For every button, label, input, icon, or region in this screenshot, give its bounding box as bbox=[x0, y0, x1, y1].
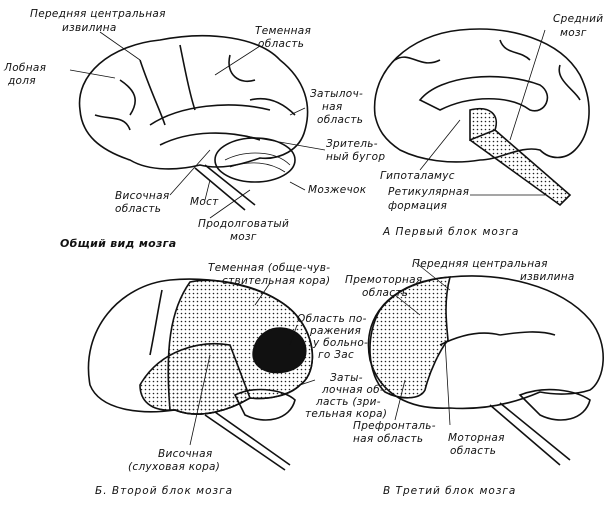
label-temporal: Височная bbox=[115, 190, 170, 202]
label-parietal-cont: область bbox=[258, 38, 305, 50]
label-prefrontal-cont: ная область bbox=[353, 433, 424, 445]
second-block-brain-illustration bbox=[87, 278, 314, 471]
label-midbrain-cont: мозг bbox=[560, 27, 587, 39]
label-precentral-gyrus-3-cont: извилина bbox=[520, 271, 575, 283]
label-premotor: Премоторная bbox=[345, 274, 423, 286]
label-temporal-cont: область bbox=[115, 203, 162, 215]
leader-lines bbox=[69, 29, 546, 446]
caption-second-block: Б. Второй блок мозга bbox=[95, 485, 234, 497]
first-block-brain-illustration bbox=[373, 28, 590, 207]
label-temporal-auditory: Височная bbox=[158, 448, 213, 460]
caption-third-block: В Третий блок мозга bbox=[383, 485, 517, 497]
caption-first-block: А Первый блок мозга bbox=[383, 226, 520, 238]
label-midbrain: Средний bbox=[553, 13, 604, 25]
label-occipital-visual-cont3: тельная кора) bbox=[305, 408, 388, 420]
label-lesion: Область по- bbox=[297, 313, 367, 325]
general-brain-illustration bbox=[78, 35, 309, 211]
label-thalamus: Зритель- bbox=[326, 138, 378, 150]
label-medulla: Продолговатый bbox=[198, 218, 290, 230]
label-lesion-cont: ражения bbox=[310, 325, 362, 337]
caption-general-view: Общий вид мозга bbox=[60, 237, 177, 250]
label-frontal-lobe-cont: доля bbox=[8, 75, 36, 87]
label-motor: Моторная bbox=[448, 432, 505, 444]
label-precentral-gyrus-3: Передняя центральная bbox=[412, 258, 548, 270]
third-block-brain-illustration bbox=[367, 275, 604, 466]
label-reticular-cont: формация bbox=[388, 200, 448, 212]
label-lesion-cont3: го Зас bbox=[318, 349, 355, 361]
label-parietal-somatosensory: Теменная (обще-чув- bbox=[208, 262, 331, 274]
label-medulla-cont: мозг bbox=[230, 231, 257, 243]
label-parietal-somatosensory-cont: ствительная кора) bbox=[222, 275, 331, 287]
label-thalamus-cont: ный бугор bbox=[326, 151, 386, 163]
label-reticular: Ретикулярная bbox=[388, 186, 470, 198]
label-hypothalamus: Гипоталамус bbox=[380, 170, 455, 182]
label-occipital-cont: ная bbox=[322, 101, 343, 113]
label-pons: Мост bbox=[190, 196, 219, 208]
label-precentral-gyrus-cont: извилина bbox=[62, 22, 117, 34]
label-prefrontal: Префронталь- bbox=[353, 420, 436, 432]
label-premotor-cont: область bbox=[362, 287, 409, 299]
label-frontal-lobe: Лобная bbox=[4, 62, 47, 74]
label-occipital-visual: Заты- bbox=[330, 372, 363, 384]
label-lesion-cont2: у больно- bbox=[313, 337, 369, 349]
label-precentral-gyrus: Передняя центральная bbox=[30, 8, 166, 20]
label-occipital-visual-cont: лочная об- bbox=[322, 384, 384, 396]
label-occipital-cont2: область bbox=[317, 114, 364, 126]
label-occipital: Затылоч- bbox=[310, 88, 364, 100]
label-temporal-auditory-cont: (слуховая кора) bbox=[128, 461, 221, 473]
label-cerebellum: Мозжечок bbox=[308, 184, 367, 196]
label-parietal: Теменная bbox=[255, 25, 312, 37]
label-occipital-visual-cont2: ласть (зри- bbox=[316, 396, 381, 408]
label-motor-cont: область bbox=[450, 445, 497, 457]
